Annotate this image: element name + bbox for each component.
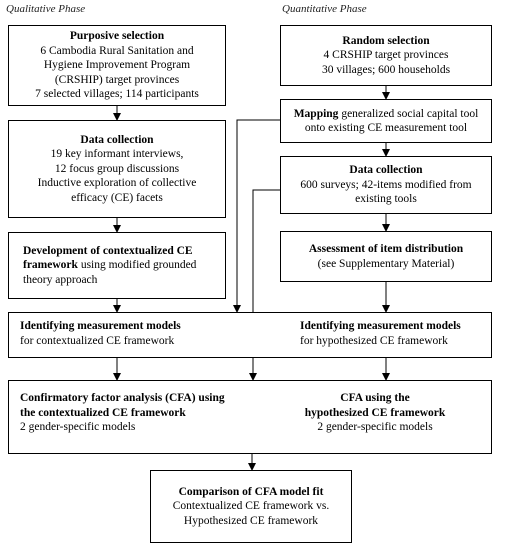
measurement-models-right-title: Identifying measurement models <box>300 320 461 332</box>
assessment-title: Assessment of item distribution <box>308 243 464 255</box>
random-selection-title: Random selection <box>342 34 430 47</box>
purposive-selection-title: Purposive selection <box>69 30 165 43</box>
mapping-box: Mapping generalized social capital tool … <box>280 99 492 143</box>
cfa-hypothesized: CFA using the hypothesized CE framework … <box>290 391 460 435</box>
measurement-models-hypothesized: Identifying measurement models for hypot… <box>300 319 461 348</box>
quantitative-data-collection-line: existing tools <box>355 193 417 206</box>
cfa-box <box>8 380 492 454</box>
measurement-models-contextualized: Identifying measurement models for conte… <box>20 319 181 348</box>
comparison-title: Comparison of CFA model fit <box>178 485 324 498</box>
quantitative-data-collection-box: Data collection 600 surveys; 42-items mo… <box>280 156 492 214</box>
purposive-selection-line: (CRSHIP) target provinces <box>54 73 180 86</box>
qualitative-data-collection-line: 19 key informant interviews, <box>50 148 184 161</box>
development-title: Development of contextualized CE <box>23 244 193 257</box>
quantitative-phase-label: Quantitative Phase <box>282 3 367 15</box>
assessment-text: (see Supplementary Material) <box>317 257 455 270</box>
cfa-right-sub: 2 gender-specific models <box>317 421 433 433</box>
purposive-selection-line: 6 Cambodia Rural Sanitation and <box>40 44 194 57</box>
purposive-selection-line: Hygiene Improvement Program <box>43 59 191 72</box>
random-selection-line: 30 villages; 600 households <box>321 63 451 76</box>
random-selection-line: 4 CRSHIP target provinces <box>323 49 449 62</box>
measurement-models-left-sub: for contextualized CE framework <box>20 334 175 347</box>
mapping-text-line2: onto existing CE measurement tool <box>304 122 468 134</box>
mapping-title: Mapping <box>293 107 339 120</box>
comparison-box: Comparison of CFA model fit Contextualiz… <box>150 470 352 543</box>
quantitative-data-collection-title: Data collection <box>349 164 423 177</box>
purposive-selection-line: 7 selected villages; 114 participants <box>35 88 199 101</box>
development-text-line3: theory approach <box>23 273 98 286</box>
qualitative-data-collection-title: Data collection <box>80 133 154 146</box>
mapping-text: generalized social capital tool <box>338 107 479 120</box>
qualitative-data-collection-line: efficacy (CE) facets <box>71 191 163 204</box>
cfa-right-title: CFA using the <box>340 392 410 404</box>
comparison-line: Contextualized CE framework vs. <box>172 500 330 513</box>
quantitative-data-collection-line: 600 surveys; 42-items modified from <box>300 178 472 191</box>
cfa-left-title-line2: the contextualized CE framework <box>20 406 186 419</box>
measurement-models-left-title: Identifying measurement models <box>20 320 181 332</box>
cfa-contextualized: Confirmatory factor analysis (CFA) using… <box>20 391 225 435</box>
measurement-models-box <box>8 312 492 358</box>
cfa-right-title-line2: hypothesized CE framework <box>304 406 446 419</box>
random-selection-box: Random selection 4 CRSHIP target provinc… <box>280 25 492 86</box>
purposive-selection-box: Purposive selection 6 Cambodia Rural San… <box>8 25 226 106</box>
development-box: Development of contextualized CE framewo… <box>8 232 226 299</box>
development-text: using modified grounded <box>77 259 197 272</box>
qualitative-data-collection-line: 12 focus group discussions <box>54 162 180 175</box>
qualitative-data-collection-line: Inductive exploration of collective <box>37 177 197 190</box>
arrow-mapping-to-measurement <box>233 119 280 313</box>
comparison-line: Hypothesized CE framework <box>183 514 319 527</box>
cfa-left-title: Confirmatory factor analysis (CFA) using <box>20 392 225 404</box>
development-title-line2: framework <box>23 259 78 272</box>
qualitative-data-collection-box: Data collection 19 key informant intervi… <box>8 120 226 218</box>
assessment-box: Assessment of item distribution (see Sup… <box>280 231 492 282</box>
measurement-models-right-sub: for hypothesized CE framework <box>300 334 448 347</box>
qualitative-phase-label: Qualitative Phase <box>6 3 86 15</box>
cfa-left-sub: 2 gender-specific models <box>20 421 136 433</box>
